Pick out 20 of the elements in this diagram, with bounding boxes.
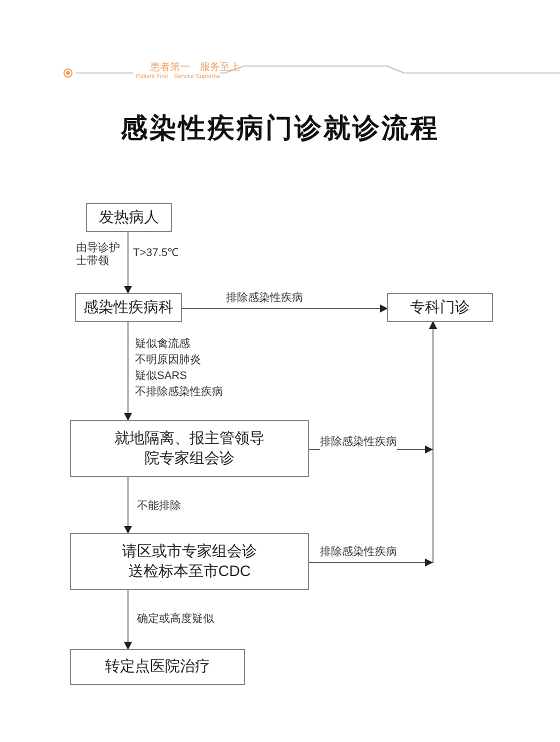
arrow	[124, 232, 132, 294]
edge-note: 由导诊护士带领	[76, 242, 120, 268]
process-box: 转定点医院治疗	[70, 649, 245, 685]
title: 感染性疾病门诊就诊流程	[120, 112, 440, 145]
arrow	[124, 322, 132, 421]
edge-label: 排除感染性疾病	[226, 290, 303, 306]
edge-label: 排除感染性疾病	[320, 434, 397, 450]
process-box: 感染性疾病科	[75, 293, 182, 322]
slogan-text: 患者第一 服务至上	[150, 63, 240, 73]
arrow	[308, 321, 437, 563]
edge-note: 不排除感染性疾病	[135, 384, 223, 400]
process-box: 发热病人	[86, 203, 172, 232]
arrow	[124, 590, 132, 650]
arrow	[124, 476, 132, 534]
process-box: 就地隔离、报主管领导 院专家组会诊	[70, 420, 309, 477]
edge-label: 排除感染性疾病	[320, 544, 397, 560]
process-box: 专科门诊	[387, 293, 493, 322]
process-box: 请区或市专家组会诊 送检标本至市CDC	[70, 533, 309, 590]
arrow	[182, 304, 388, 312]
edge-note: 不明原因肺炎	[135, 352, 201, 368]
